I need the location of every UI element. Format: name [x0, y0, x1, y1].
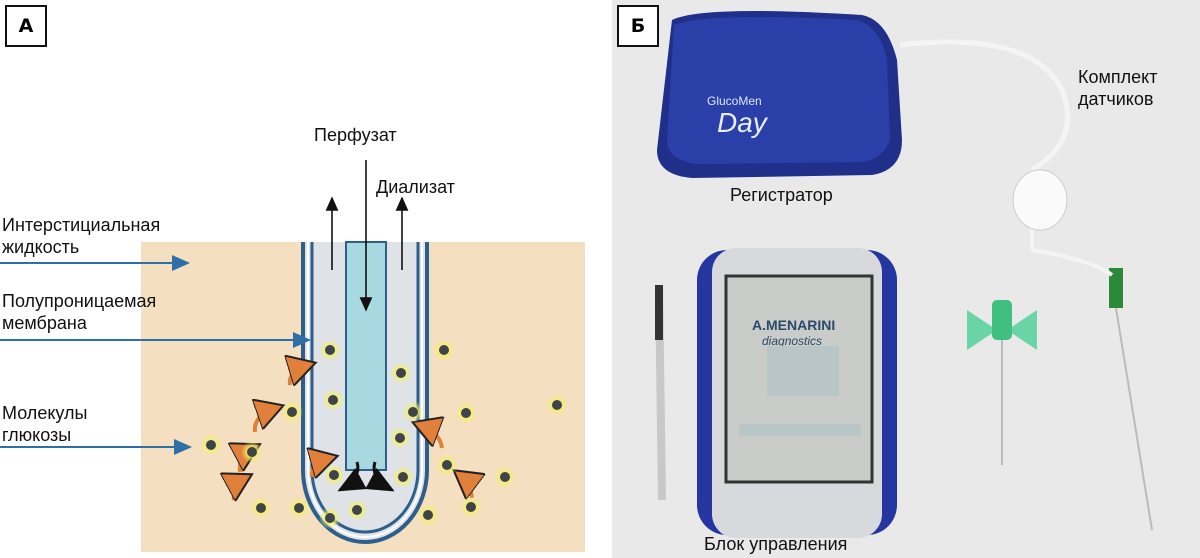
recorder-logo-glucomen: GlucoMen [707, 94, 762, 108]
glucose-flux-arrow [234, 478, 245, 500]
panel-a-tag: А [5, 5, 47, 47]
glucose-molecule [398, 472, 408, 482]
sensor-cable [899, 39, 1071, 173]
screen-brand-diagnostics: diagnostics [762, 334, 822, 348]
glucose-molecules [200, 339, 568, 529]
butterfly-cannula [967, 300, 1037, 465]
glucose-flux-arrow [312, 458, 330, 477]
glucose-molecule [325, 513, 335, 523]
glucose-molecule [439, 345, 449, 355]
panel-b-tag: Б [617, 5, 659, 47]
dialysate-label: Диализат [376, 177, 455, 197]
glucose-molecule [442, 460, 452, 470]
microdialysis-svg [0, 160, 585, 552]
glucose-molecule [256, 503, 266, 513]
glucose-molecule [500, 472, 510, 482]
glucose-molecule [328, 395, 338, 405]
glucose-molecule [325, 345, 335, 355]
outflow-arrow-left [337, 461, 367, 492]
glucose-flux-arrow [290, 365, 308, 385]
glucose-molecule [396, 368, 406, 378]
glucose-flux-arrow [420, 425, 442, 449]
glucose-molecule [466, 502, 476, 512]
control-unit-device: A.MENARINI diagnostics [697, 248, 897, 538]
panel-b-device-photo: Б GlucoMen Day A.MENARINI [612, 0, 1200, 558]
glucose-molecule [423, 510, 433, 520]
glucose-molecule [294, 503, 304, 513]
recorder-device: GlucoMen Day [657, 11, 902, 178]
sensor-needle [1115, 307, 1153, 531]
probe-inner-membrane [310, 242, 420, 534]
glucose-molecule [206, 440, 216, 450]
device-photo-svg: GlucoMen Day A.MENARINI diagnostics [655, 11, 1153, 538]
glucose-molecule [287, 407, 297, 417]
glucose-flux-arrow [255, 408, 276, 433]
glucose-molecule [247, 447, 257, 457]
perfusate-label: Перфузат [314, 125, 397, 145]
glucose-molecule [552, 400, 562, 410]
screen-menu[interactable] [767, 346, 839, 396]
glucose-molecule [352, 505, 362, 515]
outflow-arrow-right [365, 461, 395, 492]
glucose-flux-arrow [460, 475, 472, 498]
glucose-molecule [408, 407, 418, 417]
sensor-green-hub [1109, 268, 1123, 308]
control-unit-label: Блок управления [704, 534, 848, 554]
glucose-molecule [329, 470, 339, 480]
glucose-molecule [461, 408, 471, 418]
recorder-label: Регистратор [730, 185, 833, 205]
recorder-logo-day: Day [717, 107, 769, 138]
sensor-connector [1012, 169, 1068, 231]
glucose-molecule [395, 433, 405, 443]
screen-brand-menarini: A.MENARINI [752, 317, 835, 333]
